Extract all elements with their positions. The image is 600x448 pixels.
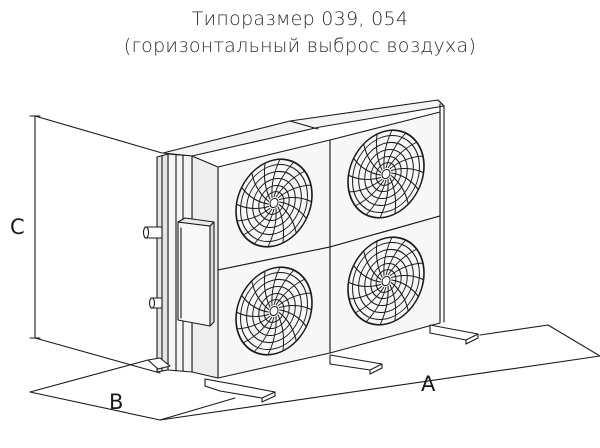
title-block: Типоразмер 039, 054 (горизонтальный выбр… bbox=[0, 6, 600, 60]
title-line-2: (горизонтальный выброс воздуха) bbox=[123, 35, 477, 57]
control-box bbox=[177, 217, 215, 327]
dimension-b-label: B bbox=[109, 390, 123, 414]
dimension-a-label: A bbox=[421, 372, 436, 396]
support-feet bbox=[147, 324, 479, 403]
title-line-1: Типоразмер 039, 054 bbox=[191, 8, 409, 30]
fan-guards bbox=[235, 129, 425, 356]
dimension-b bbox=[29, 359, 236, 421]
dimension-c bbox=[29, 115, 163, 374]
fan-guard-icon bbox=[347, 129, 425, 219]
fan-guard-icon bbox=[347, 236, 425, 326]
dimension-c-label: C bbox=[10, 215, 25, 239]
pipe-connections bbox=[142, 226, 163, 309]
fan-guard-icon bbox=[235, 158, 313, 248]
fan-guard-icon bbox=[235, 266, 313, 356]
dimension-a bbox=[159, 324, 600, 421]
